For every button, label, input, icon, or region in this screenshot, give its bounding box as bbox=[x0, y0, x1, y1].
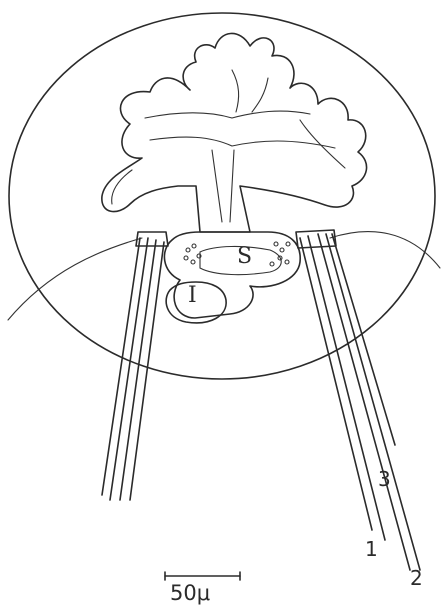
label-s: S bbox=[237, 244, 252, 269]
left-filament bbox=[8, 238, 142, 320]
left-rods bbox=[102, 232, 168, 500]
right-rods bbox=[296, 230, 420, 570]
label-3: 3 bbox=[378, 467, 391, 491]
branching-organ bbox=[102, 33, 367, 232]
central-body bbox=[164, 232, 300, 323]
label-2: 2 bbox=[410, 566, 423, 590]
label-i: I bbox=[188, 283, 197, 308]
scale-bar-label: 50μ bbox=[170, 581, 210, 605]
capsule-outline bbox=[9, 13, 435, 379]
scale-bar bbox=[165, 572, 240, 580]
right-filament bbox=[330, 232, 440, 268]
label-1: 1 bbox=[365, 537, 378, 561]
